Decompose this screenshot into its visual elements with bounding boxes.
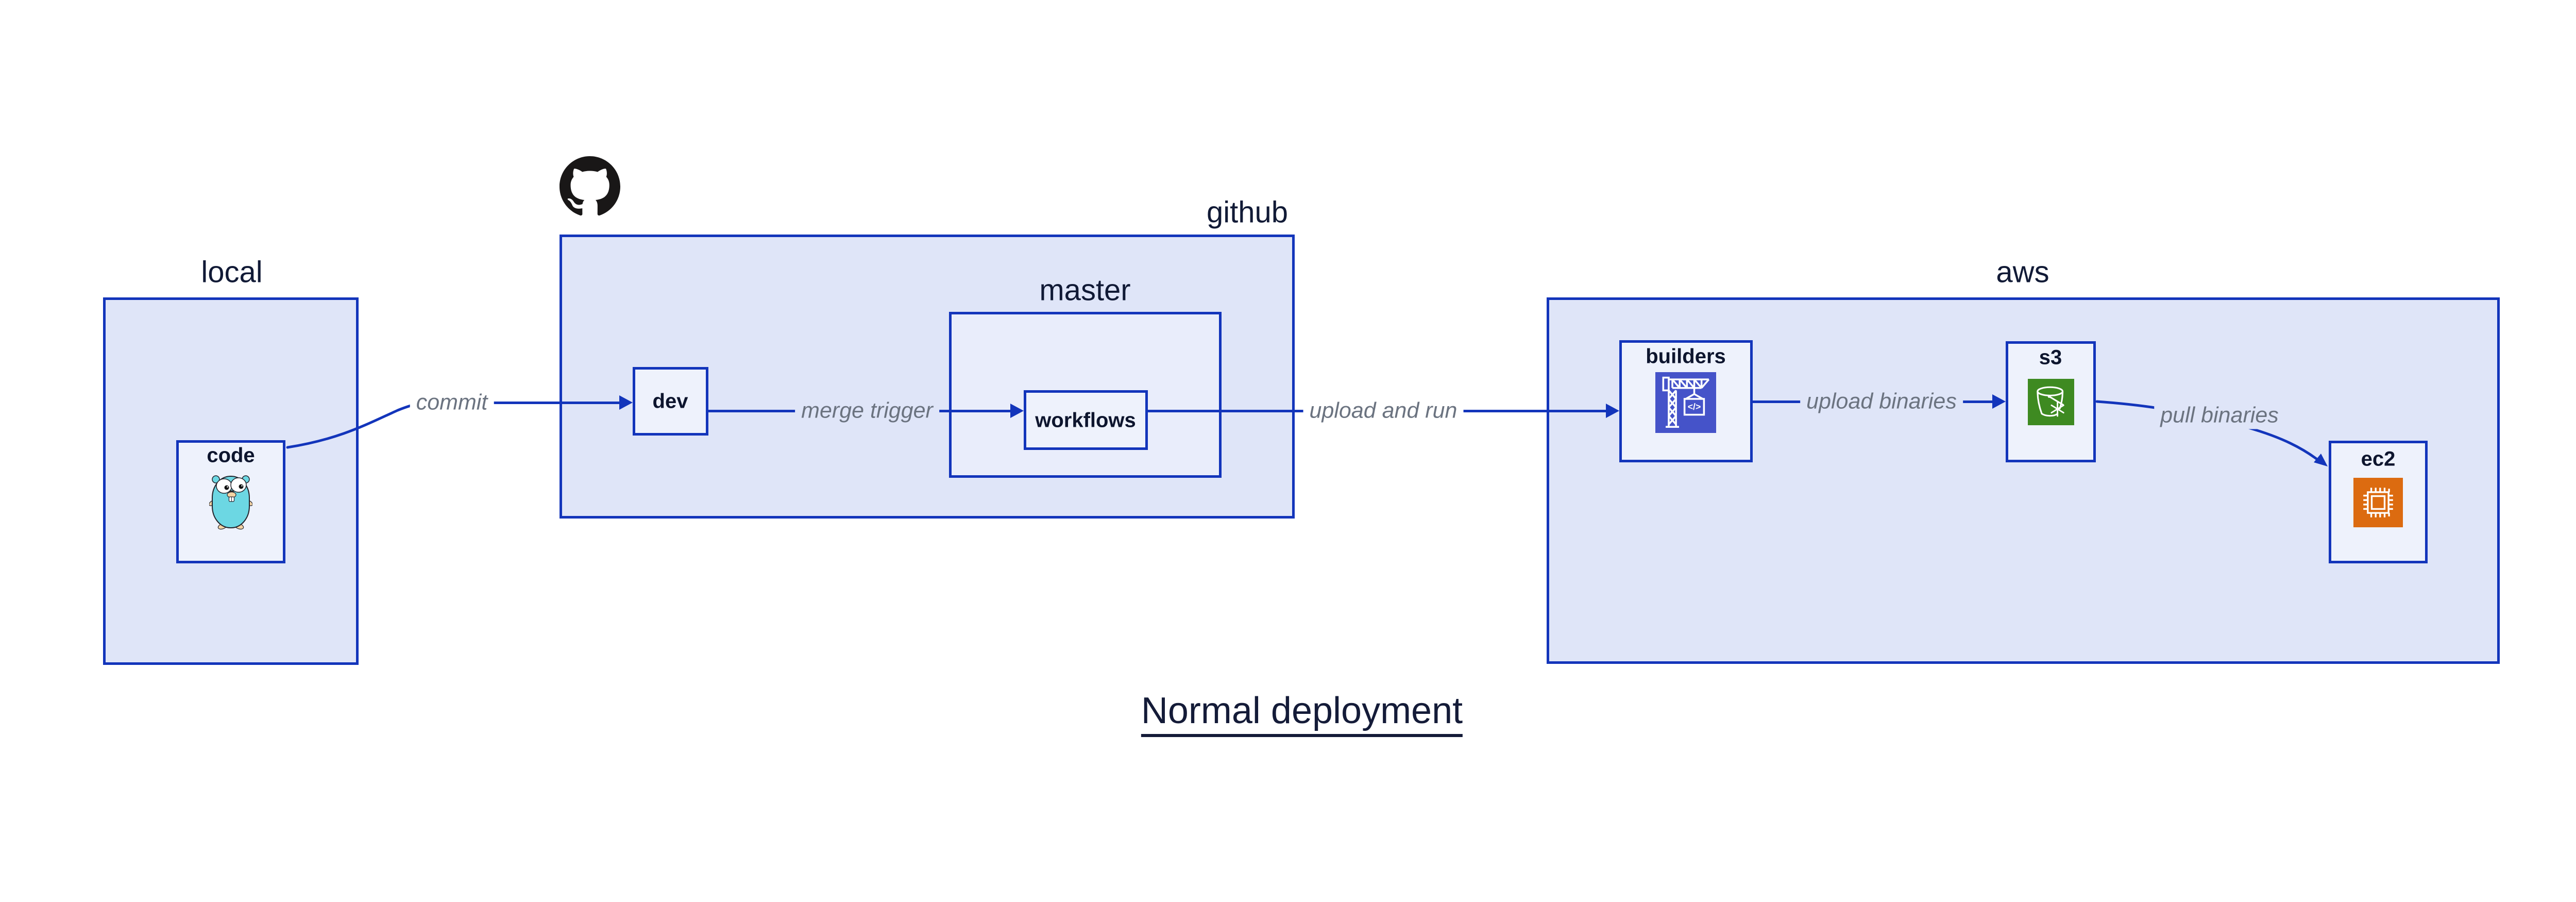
node-label-dev: dev: [652, 390, 688, 413]
edge-label-merge-trigger: merge trigger: [795, 397, 939, 425]
node-workflows: [1024, 390, 1148, 450]
edge-upload-and-run-arrowhead: [1606, 404, 1619, 418]
codebuild-glyph-text: </>: [1688, 402, 1701, 412]
node-label-builders: builders: [1646, 345, 1726, 368]
node-dev: [633, 367, 708, 436]
aws-s3-glacier-icon: [2028, 379, 2074, 425]
node-label-workflows: workflows: [1035, 409, 1136, 432]
edge-label-commit: commit: [410, 389, 494, 416]
edge-label-pull-binaries: pull binaries: [2154, 402, 2285, 429]
go-gopher-icon: [209, 475, 252, 530]
edge-label-upload-binaries: upload binaries: [1800, 388, 1963, 415]
node-label-code: code: [207, 444, 255, 467]
diagram-title: Normal deployment: [1141, 690, 1463, 737]
aws-codebuild-icon: </>: [1655, 372, 1716, 433]
group-label-aws: aws: [1996, 255, 2049, 289]
group-label-master: master: [1039, 273, 1131, 307]
node-label-s3: s3: [2039, 346, 2062, 369]
github-octocat-icon: [560, 156, 620, 216]
edge-merge-trigger-arrowhead: [1010, 404, 1024, 418]
edge-commit-arrowhead: [619, 395, 633, 410]
node-label-ec2: ec2: [2361, 447, 2396, 471]
edge-label-upload-and-run: upload and run: [1303, 397, 1464, 425]
group-label-github: github: [1206, 195, 1288, 229]
group-label-local: local: [201, 255, 263, 289]
aws-ec2-icon: [2353, 478, 2403, 527]
edge-upload-binaries-arrowhead: [1992, 394, 2006, 409]
edge-commit-line: [432, 402, 619, 404]
